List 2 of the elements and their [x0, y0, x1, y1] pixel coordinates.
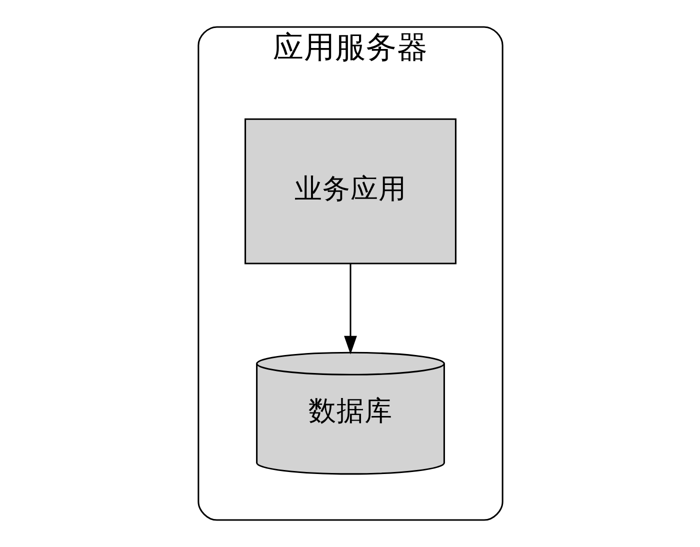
node-box: 业务应用 — [244, 118, 456, 264]
arrow — [344, 264, 356, 354]
